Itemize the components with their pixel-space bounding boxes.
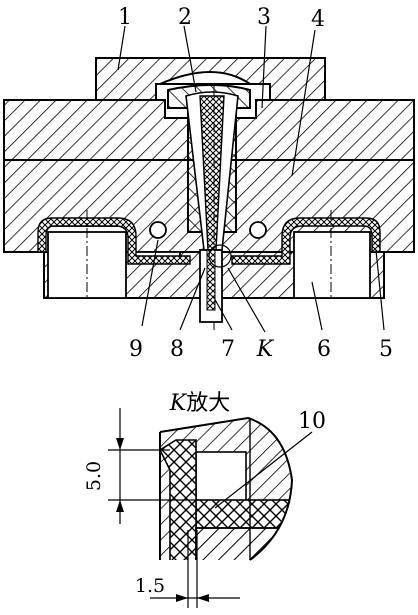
- dimension-width: 1.5: [135, 575, 165, 597]
- right-core: [293, 231, 371, 299]
- callout-5: 5: [379, 337, 393, 362]
- callout-8: 8: [170, 337, 184, 362]
- callout-6: 6: [317, 337, 331, 362]
- detail-k-view: K放大 5.0 1.5 10: [83, 391, 326, 608]
- detail-plastic-band: [195, 499, 292, 529]
- callout-7: 7: [221, 337, 235, 362]
- dimension-height: 5.0: [83, 461, 105, 491]
- callout-4: 4: [311, 7, 325, 32]
- callout-k: K: [256, 337, 275, 362]
- right-cooling-channel: [249, 221, 267, 239]
- right-part-wall: [231, 217, 381, 265]
- leader-lines: [117, 25, 385, 333]
- callout-10: 10: [298, 409, 326, 434]
- callout-1: 1: [118, 5, 132, 30]
- callout-2: 2: [178, 5, 192, 30]
- detail-gate-plastic: [160, 439, 197, 560]
- detail-title: K放大: [169, 391, 230, 416]
- callout-9: 9: [129, 337, 143, 362]
- left-part-wall: [37, 217, 191, 265]
- left-cooling-channel: [149, 221, 167, 239]
- callout-3: 3: [257, 5, 271, 30]
- detail-title-suffix: 放大: [186, 391, 230, 416]
- main-section: [3, 57, 415, 330]
- detail-k-marker: [208, 244, 232, 268]
- detail-title-letter: K: [169, 391, 188, 416]
